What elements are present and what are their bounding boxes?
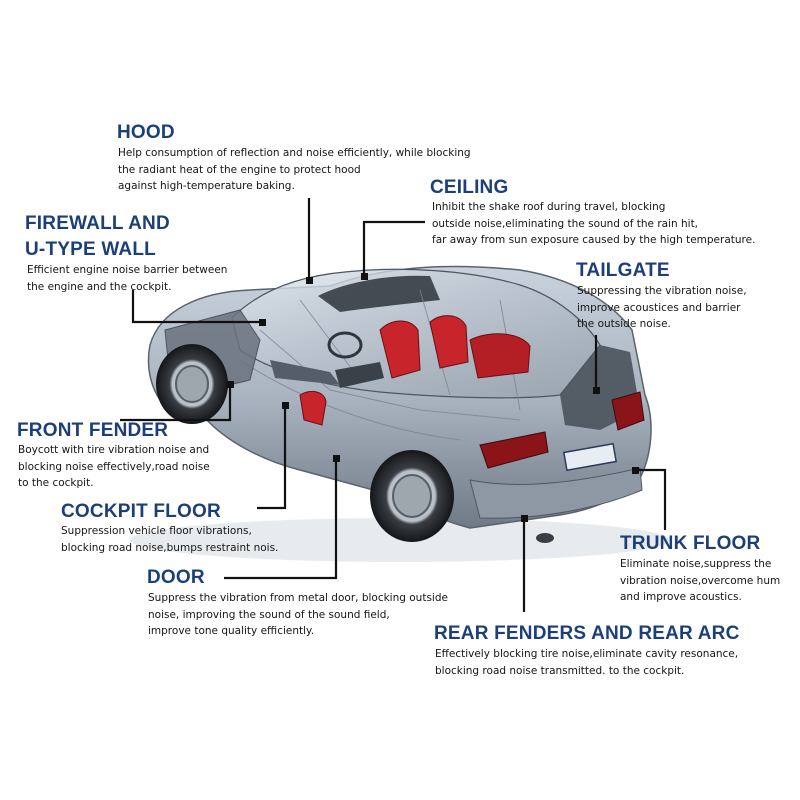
tailgate-line: Suppressing the vibration noise, <box>577 285 747 297</box>
cockpit-floor-description: Suppression vehicle floor vibrations, bl… <box>61 523 278 556</box>
front-fender-line: blocking noise effectively,road noise <box>18 460 210 473</box>
cockpit-floor-line: Suppression vehicle floor vibrations, <box>61 525 252 537</box>
door-title: DOOR <box>147 567 205 588</box>
rear-fenders-line: blocking road noise transmitted. to the … <box>435 664 685 677</box>
tailgate-title: TAILGATE <box>576 260 670 281</box>
trunk-floor-description: Eliminate noise,suppress the vibration n… <box>620 556 780 606</box>
hood-description: Help consumption of reflection and noise… <box>118 145 471 195</box>
door-description: Suppress the vibration from metal door, … <box>148 590 448 640</box>
car-tail-light <box>479 431 549 469</box>
car-tail-light-right <box>611 391 645 431</box>
ceiling-description: Inhibit the shake roof during travel, bl… <box>432 199 755 249</box>
rear-fenders-description: Effectively blocking tire noise,eliminat… <box>435 646 738 679</box>
rear-fenders-line: Effectively blocking tire noise,eliminat… <box>435 648 739 660</box>
front-fender-description: Boycott with tire vibration noise and bl… <box>18 442 210 492</box>
ceiling-line: Inhibit the shake roof during travel, bl… <box>432 201 666 213</box>
firewall-title-line1: FIREWALL AND <box>25 213 170 234</box>
ceiling-line: far away from sun exposure caused by the… <box>432 234 756 246</box>
ceiling-title: CEILING <box>430 177 509 198</box>
cockpit-floor-title: COCKPIT FLOOR <box>61 501 221 522</box>
firewall-line: the engine and the cockpit. <box>27 280 172 293</box>
leader-dots <box>227 273 639 522</box>
leader-lines <box>120 198 667 612</box>
tailgate-line: improve acoustices and barrier <box>577 301 741 314</box>
door-line: Suppress the vibration from metal door, … <box>148 592 448 604</box>
front-fender-line: to the cockpit. <box>18 477 94 489</box>
hood-title: HOOD <box>117 122 175 143</box>
hood-line: the radiant heat of the engine to protec… <box>118 163 361 176</box>
car-exhaust <box>536 533 554 543</box>
firewall-line: Efficient engine noise barrier between <box>27 264 228 276</box>
hood-line: Help consumption of reflection and noise… <box>118 147 471 159</box>
car-dashboard <box>270 331 363 385</box>
trunk-floor-line: Eliminate noise,suppress the <box>620 558 772 570</box>
front-fender-line: Boycott with tire vibration noise and <box>18 444 210 456</box>
door-line: improve tone quality efficiently. <box>148 625 315 637</box>
tailgate-description: Suppressing the vibration noise, improve… <box>577 283 747 333</box>
trunk-floor-line: vibration noise,overcome hum <box>620 574 781 587</box>
car-roof-panel <box>318 275 440 312</box>
front-fender-title: FRONT FENDER <box>17 420 169 441</box>
car-license-plate <box>562 442 618 472</box>
firewall-title-line2: U-TYPE WALL <box>25 239 156 260</box>
car-rear-wheel <box>370 450 454 542</box>
rear-fenders-title: REAR FENDERS AND REAR ARC <box>434 623 740 644</box>
tailgate-line: the outside noise. <box>577 318 671 330</box>
trunk-floor-title: TRUNK FLOOR <box>620 533 761 554</box>
trunk-floor-line: and improve acoustics. <box>620 591 742 603</box>
door-line: noise, improving the sound of the sound … <box>148 608 390 621</box>
cockpit-floor-line: blocking road noise,bumps restraint nois… <box>61 541 279 554</box>
car-seats <box>299 315 531 426</box>
ceiling-line: outside noise,eliminating the sound of t… <box>432 217 699 230</box>
hood-line: against high-temperature baking. <box>118 180 295 192</box>
firewall-description: Efficient engine noise barrier between t… <box>27 262 227 295</box>
car-front-wheel <box>156 344 228 424</box>
car-rear-bumper <box>469 467 643 519</box>
